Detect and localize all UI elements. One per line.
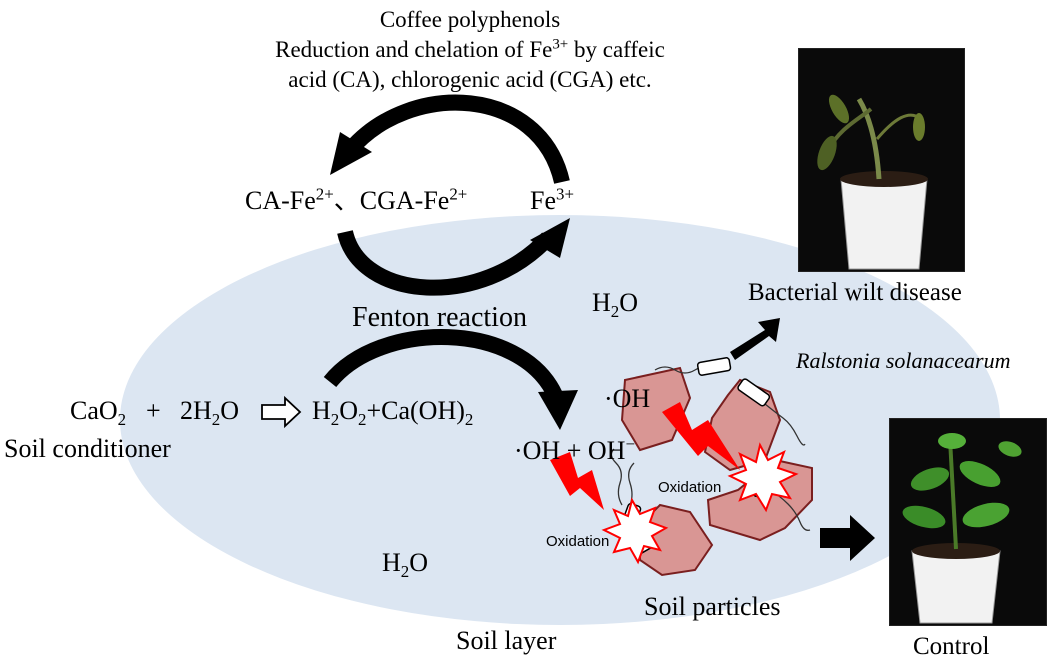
h2o-top-sub: 2	[610, 302, 620, 322]
plus-sign: +	[146, 396, 161, 425]
header-block: Coffee polyphenols Reduction and chelati…	[190, 5, 750, 95]
oh-plus-oh-label: ·OH + OH−	[514, 435, 635, 465]
reduction-arrowhead	[330, 132, 372, 175]
flagella-2	[764, 403, 806, 446]
header-line-reduction: Reduction and chelation of Fe3+ by caffe…	[190, 35, 750, 65]
reduction-arc-arrow	[343, 94, 570, 185]
flagella-4	[610, 448, 623, 506]
h2o2-h: H	[312, 396, 331, 425]
header-line2-text: Reduction and chelation of Fe	[275, 37, 553, 62]
bacterial-wilt-plant-photo	[798, 48, 965, 272]
h2o-reactant-term: 2H2O	[180, 396, 240, 429]
cao2-sub: 2	[117, 410, 127, 430]
h2o-reactant-sub: 2	[211, 410, 221, 430]
bacterium-rod-2	[737, 378, 771, 407]
h2o-bottom-sub: 2	[400, 562, 410, 582]
ca-fe-text: CA-Fe	[245, 186, 316, 215]
lightning-bolt-2	[662, 402, 740, 470]
wilted-plant-illustration	[799, 49, 964, 271]
soil-particle-4	[639, 503, 714, 577]
oh-minus-sup: −	[625, 434, 635, 454]
bacterial-wilt-label: Bacterial wilt disease	[748, 279, 962, 306]
control-label: Control	[913, 633, 990, 660]
fe3-sup: 3+	[556, 184, 574, 204]
oh-radical-top-label: ·OH	[604, 384, 651, 413]
oxidation-burst-1	[727, 442, 799, 513]
cao2-term: CaO2	[70, 396, 126, 429]
oxidation-label-upper: Oxidation	[658, 479, 722, 496]
fe3-text: Fe	[530, 186, 556, 215]
fe3-label: Fe3+	[530, 185, 574, 215]
h2o2-sub1: 2	[330, 410, 340, 430]
header-line-acids: acid (CA), chlorogenic acid (CGA) etc.	[288, 67, 652, 92]
lightning-bolt-1	[550, 452, 604, 510]
control-plant-photo	[889, 418, 1047, 626]
cao2-text: CaO	[70, 396, 118, 425]
ca-fe-sup: 2+	[315, 184, 334, 204]
soil-conditioner-label: Soil conditioner	[4, 434, 171, 463]
arrow-to-bacterial-wilt	[730, 318, 780, 360]
h2o-bottom-label: H2O	[382, 548, 429, 581]
h2o-top-h: H	[592, 288, 611, 317]
h2o-bottom-o: O	[409, 548, 429, 577]
fenton-arc-arrow	[337, 229, 554, 296]
h2o-top-label: H2O	[592, 288, 639, 321]
cga-fe-sup: 2+	[449, 184, 468, 204]
h2o-top-o: O	[619, 288, 639, 317]
oh-plus-oh-text: ·OH + OH	[514, 436, 626, 465]
soil-layer-label: Soil layer	[456, 626, 557, 655]
bacterium-rod-1	[696, 357, 732, 376]
h2o2-sub2: 2	[358, 410, 367, 430]
healthy-plant-illustration	[890, 419, 1046, 625]
fenton-arrowhead	[530, 218, 570, 258]
caoh2-sub: 2	[464, 410, 474, 430]
caoh2-text: +Ca(OH)	[366, 396, 465, 425]
header-line-coffee-polyphenols: Coffee polyphenols	[379, 7, 561, 32]
oxidation-burst-2	[601, 497, 669, 565]
h2o2-product-term: H2O2+Ca(OH)2	[312, 396, 473, 429]
h2o-reactant-h: 2H	[180, 396, 212, 425]
h2o-bottom-h: H	[382, 548, 401, 577]
h2o2-to-oh-arrowhead	[538, 390, 578, 430]
soil-particle-1	[620, 366, 692, 452]
cga-fe-text: 、CGA-Fe	[333, 186, 450, 215]
ca-cga-fe2-label: CA-Fe2+、CGA-Fe2+	[245, 185, 467, 215]
oxidation-label-lower: Oxidation	[546, 533, 610, 550]
arrow-to-control	[820, 515, 875, 561]
header-fe3-sup: 3+	[552, 36, 569, 53]
fenton-reaction-label: Fenton reaction	[352, 302, 527, 333]
yield-outline-arrow	[261, 395, 302, 429]
h2o2-to-oh-arrow	[323, 329, 563, 399]
ralstonia-label: Ralstonia solanacearum	[796, 348, 1011, 373]
soil-particles-label: Soil particles	[644, 592, 781, 621]
header-line2-tail: by caffeic	[568, 37, 665, 62]
h2o2-o: O	[339, 396, 359, 425]
h2o-reactant-o: O	[220, 396, 240, 425]
